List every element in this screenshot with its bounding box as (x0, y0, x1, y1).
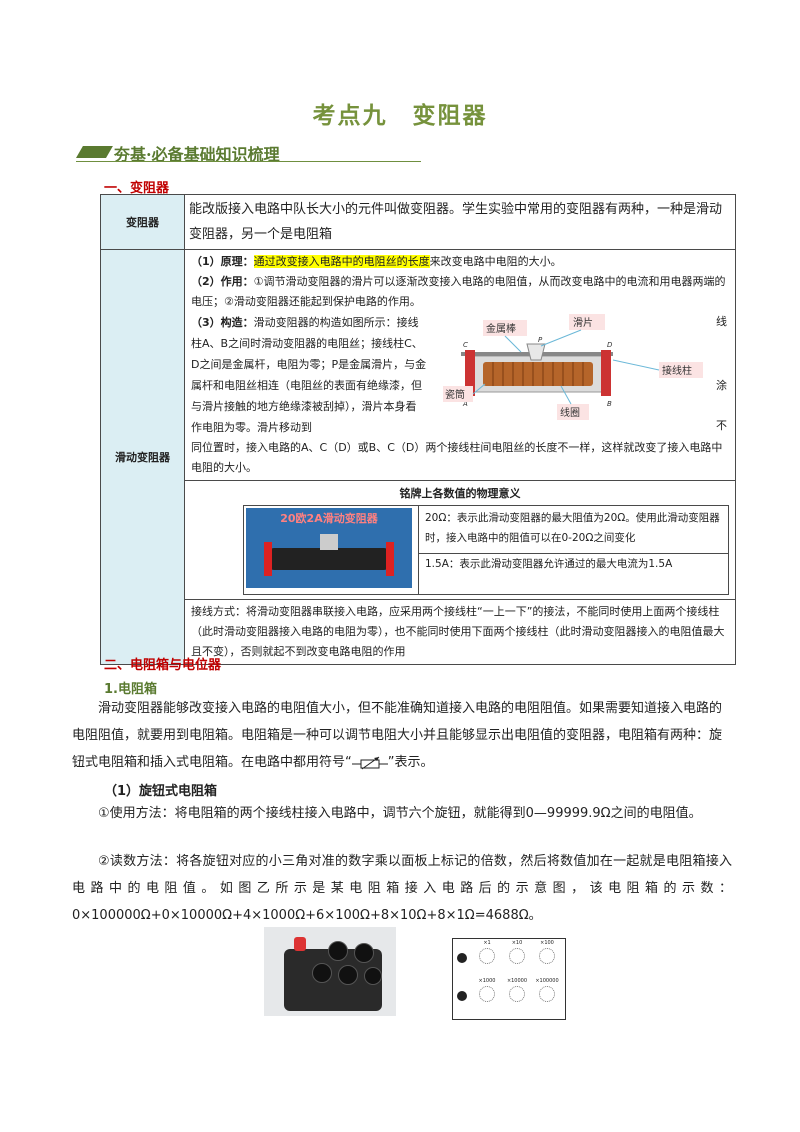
photo-left-end (264, 542, 272, 576)
nameplate-ohm-cell: 20Ω：表示此滑动变阻器的最大阻值为20Ω。使用此滑动变阻器时，接入电路中的阻值… (418, 505, 729, 554)
resistance-box-dial-diagram: ×1 ×10 ×100 ×1000 ×10000 ×100000 (452, 938, 566, 1020)
banner-bar-shape (76, 146, 113, 158)
coil-shape (483, 362, 593, 386)
metal-rod-callout: 金属棒 (486, 322, 516, 335)
section-banner: 夯基·必备基础知识梳理 (76, 140, 421, 164)
principle-highlight: 通过改变接入电路中的电阻丝的长度 (253, 255, 430, 268)
function-text: ①调节滑动变阻器的滑片可以逐渐改变接入电路的电阻值，从而改变电路中的电流和用电器… (191, 275, 726, 308)
function-label: （2）作用： (191, 275, 254, 288)
banner-underline (76, 161, 421, 162)
resistance-box-symbol-icon (351, 756, 388, 769)
terminal-callout: 接线柱 (662, 364, 692, 377)
construction-left-text: （3）构造：滑动变阻器的构造如图所示：接线柱A、B之间时滑动变阻器的电阻丝；接线… (191, 312, 427, 438)
photo-red-terminal (294, 937, 306, 951)
construction-rest: 同位置时，接入电路的A、C（D）或B、C（D）两个接线柱间电阻丝的长度不一样，这… (191, 441, 723, 474)
row-text-rheostat: 能改版接入电路中队长大小的元件叫做变阻器。学生实验中常用的变阻器有两种，一种是滑… (184, 194, 736, 250)
dial-knob-icon (509, 948, 525, 964)
nameplate-table: 20欧2A滑动变阻器 20Ω：表示此滑动变阻器的最大阻值为20Ω。使用此滑动变阻… (243, 505, 729, 595)
nameplate-amp-cell: 1.5A：表示此滑动变阻器允许通过的最大电流为1.5A (418, 553, 729, 595)
sliding-rheostat-details: （1）原理：通过改变接入电路中的电阻丝的长度来改变电路中电阻的大小。 （2）作用… (184, 249, 736, 481)
paragraph-usage: ①使用方法：将电阻箱的两个接线柱接入电路中，调节六个旋钮，就能得到0—99999… (98, 806, 702, 821)
page-title: 考点九 变阻器 (312, 103, 488, 129)
dial-knob-icon (479, 948, 495, 964)
ceramic-tube-callout: 瓷筒 (445, 388, 465, 401)
left-end-shape (465, 350, 475, 396)
dial-multiplier-label: ×100000 (535, 978, 559, 984)
dial-knob-icon (509, 986, 525, 1002)
construction-text: 滑动变阻器的构造如图所示：接线柱A、B之间时滑动变阻器的电阻丝；接线柱C、D之间… (191, 316, 427, 434)
coil-turns (492, 362, 584, 386)
terminal-b-label: B (607, 400, 612, 408)
dial-multiplier-label: ×1 (483, 940, 491, 946)
photo-label: 20欧2A滑动变阻器 (280, 512, 378, 525)
table-row: 铭牌上各数值的物理意义 20欧2A滑动变阻器 20Ω：表示此滑动变阻器的最大阻值… (101, 480, 736, 600)
principle-rest: 来改变电路中电阻的大小。 (429, 255, 562, 268)
photo-knob (312, 963, 332, 983)
row-head-rheostat: 变阻器 (100, 194, 185, 250)
photo-right-end (386, 542, 394, 576)
terminal-d-label: D (607, 341, 613, 349)
terminal-a-label: A (462, 400, 468, 408)
section-heading-1: 一、变阻器 (104, 181, 170, 196)
photo-knob (328, 941, 348, 961)
function-line: （2）作用：①调节滑动变阻器的滑片可以逐渐改变接入电路的电阻值，从而改变电路中的… (191, 272, 729, 312)
photo-cylinder (270, 548, 388, 570)
construction-block: （3）构造：滑动变阻器的构造如图所示：接线柱A、B之间时滑动变阻器的电阻丝；接线… (191, 312, 729, 438)
table-row: 变阻器 能改版接入电路中队长大小的元件叫做变阻器。学生实验中常用的变阻器有两种，… (100, 194, 736, 250)
paragraph-resistance-box: 滑动变阻器能够改变接入电路的电阻值大小，但不能准确知道接入电路的电阻阻值。如果需… (72, 695, 732, 776)
photo-knob (338, 965, 358, 985)
principle-line: （1）原理：通过改变接入电路中的电阻丝的长度来改变电路中电阻的大小。 (191, 252, 729, 272)
banner-text: 夯基·必备基础知识梳理 (114, 145, 280, 164)
construction-word-3: 不 (716, 419, 727, 432)
photo-slider (320, 534, 338, 550)
table-row: 1.5A：表示此滑动变阻器允许通过的最大电流为1.5A (244, 553, 729, 595)
terminal-icon (457, 991, 467, 1001)
slider-shape (526, 343, 546, 361)
table-row: 20欧2A滑动变阻器 20Ω：表示此滑动变阻器的最大阻值为20Ω。使用此滑动变阻… (243, 505, 729, 595)
coil-callout: 线圈 (560, 406, 580, 419)
subheading-knob-box: （1）旋钮式电阻箱 (104, 784, 218, 799)
section-heading-2: 二、电阻箱与电位器 (104, 658, 222, 673)
terminal-icon (457, 953, 467, 963)
nameplate-photo-cell: 20欧2A滑动变阻器 (243, 505, 419, 595)
dial-multiplier-label: ×1000 (478, 978, 496, 984)
terminal-c-label: C (463, 341, 468, 349)
construction-word-1: 线 (716, 315, 727, 328)
rheostat-table: 变阻器 能改版接入电路中队长大小的元件叫做变阻器。学生实验中常用的变阻器有两种，… (100, 194, 736, 665)
photo-knob (364, 967, 382, 985)
paragraph-reading: ②读数方法：将各旋钮对应的小三角对准的数字乘以面板上标记的倍数，然后将数值加在一… (72, 854, 732, 923)
construction-label: （3）构造： (191, 316, 254, 329)
diagram-callouts: 金属棒 滑片 接线柱 瓷筒 线圈 (443, 314, 703, 420)
paragraph-end: ”表示。 (387, 755, 434, 770)
subheading-resistance-box: 1.电阻箱 (104, 682, 157, 697)
dial-knob-icon (539, 986, 555, 1002)
principle-label: （1）原理： (191, 255, 254, 268)
table-row: 滑动变阻器 （1）原理：通过改变接入电路中的电阻丝的长度来改变电路中电阻的大小。… (100, 249, 736, 665)
construction-word-2: 涂 (716, 379, 727, 392)
paragraph-text: 滑动变阻器能够改变接入电路的电阻值大小，但不能准确知道接入电路的电阻阻值。如果需… (72, 701, 723, 770)
sliding-rheostat-diagram: C D A B P 金属棒 滑片 接线柱 (443, 314, 703, 420)
slider-callout: 滑片 (573, 316, 593, 329)
dial-multiplier-label: ×10000 (506, 978, 528, 984)
slider-p-label: P (538, 336, 543, 344)
resistance-box-photo (264, 927, 396, 1016)
dial-multiplier-label: ×10 (511, 940, 523, 946)
right-end-shape (601, 350, 611, 396)
photo-knob (354, 943, 374, 963)
table-row: 接线方式：将滑动变阻器串联接入电路，应采用两个接线柱“一上一下”的接法，不能同时… (101, 599, 736, 665)
rheostat-photo: 20欧2A滑动变阻器 (246, 508, 412, 588)
dial-multiplier-label: ×100 (540, 940, 554, 946)
row-head-sliding-rheostat: 滑动变阻器 (100, 249, 185, 665)
dial-knob-icon (539, 948, 555, 964)
nameplate-title: 铭牌上各数值的物理意义 (399, 487, 521, 500)
wiring-cell: 接线方式：将滑动变阻器串联接入电路，应采用两个接线柱“一上一下”的接法，不能同时… (184, 599, 736, 665)
dial-knob-icon (479, 986, 495, 1002)
nameplate-cell: 铭牌上各数值的物理意义 20欧2A滑动变阻器 20Ω：表示此滑动变阻器的最大阻值… (184, 480, 736, 600)
